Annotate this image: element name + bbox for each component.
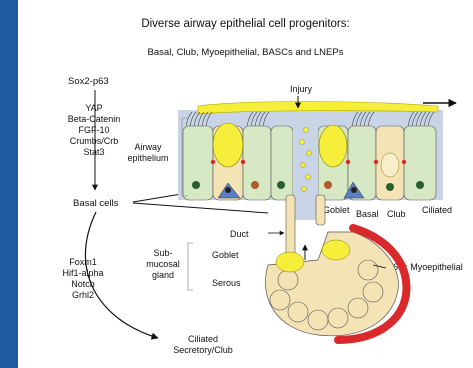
duct-wall-left — [286, 195, 295, 257]
gland-goblet-cell — [276, 252, 304, 272]
differentiation-arrow — [85, 212, 158, 338]
epithelium-right — [318, 125, 436, 200]
figure-panel: Diverse airway epithelial cell progenito… — [18, 0, 473, 368]
gland-goblet-cell — [322, 240, 350, 260]
duct-lumen — [293, 125, 318, 220]
epithelium-left — [183, 123, 293, 200]
duct-wall-right — [316, 195, 325, 225]
pointer-line — [133, 203, 268, 213]
diagram-canvas — [18, 0, 473, 368]
gland-bracket — [188, 243, 193, 290]
